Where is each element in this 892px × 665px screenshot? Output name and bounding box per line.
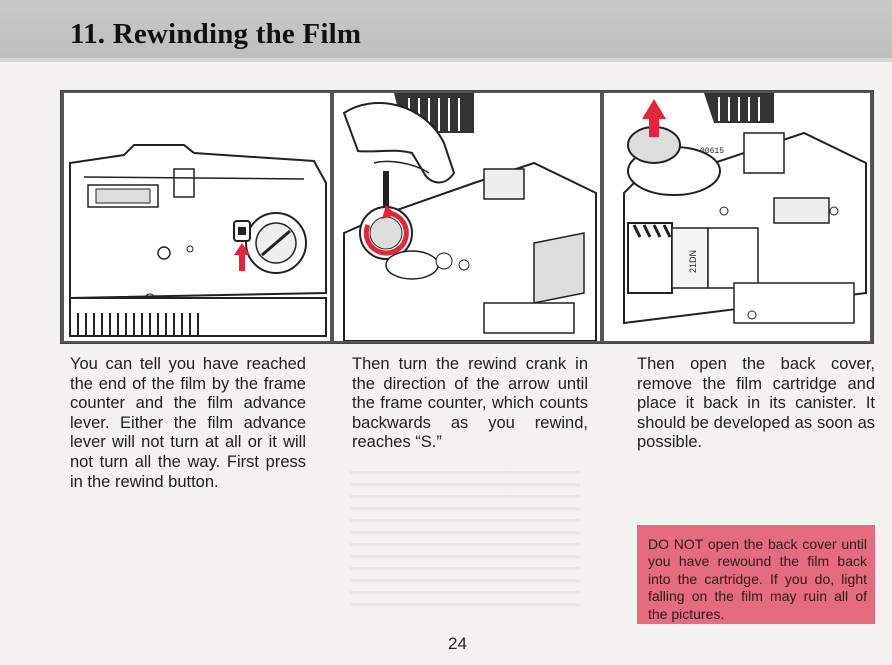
illustration-panel-2 bbox=[334, 93, 600, 341]
illustration-strip: 00615 21DN bbox=[60, 90, 874, 344]
page-title: 11. Rewinding the Film bbox=[70, 18, 362, 50]
warning-text: DO NOT open the back cover until you hav… bbox=[648, 536, 867, 622]
illustration-panel-3: 00615 21DN bbox=[604, 93, 870, 341]
film-cartridge-removal-icon: 00615 21DN bbox=[604, 93, 870, 341]
instruction-text-3: Then open the back cover, remove the fil… bbox=[637, 355, 875, 452]
frame-counter-label: 00615 bbox=[700, 147, 724, 156]
instruction-text-1: You can tell you have reached the end of… bbox=[70, 355, 306, 491]
instruction-column-1: You can tell you have reached the end of… bbox=[70, 355, 306, 492]
camera-top-rewind-button-icon bbox=[64, 93, 330, 341]
page-number: 24 bbox=[448, 634, 467, 653]
header-band bbox=[0, 0, 892, 62]
instruction-column-3: Then open the back cover, remove the fil… bbox=[637, 355, 875, 453]
rewind-crank-hand-icon bbox=[334, 93, 600, 341]
warning-box: DO NOT open the back cover until you hav… bbox=[637, 525, 875, 624]
illustration-panel-1 bbox=[64, 93, 330, 341]
header-rule bbox=[0, 58, 892, 62]
instruction-column-2: Then turn the rewind crank in the direct… bbox=[352, 355, 588, 453]
film-label: 21DN bbox=[688, 250, 698, 273]
bleed-through-decoration bbox=[350, 462, 580, 612]
instruction-text-2: Then turn the rewind crank in the direct… bbox=[352, 355, 588, 452]
